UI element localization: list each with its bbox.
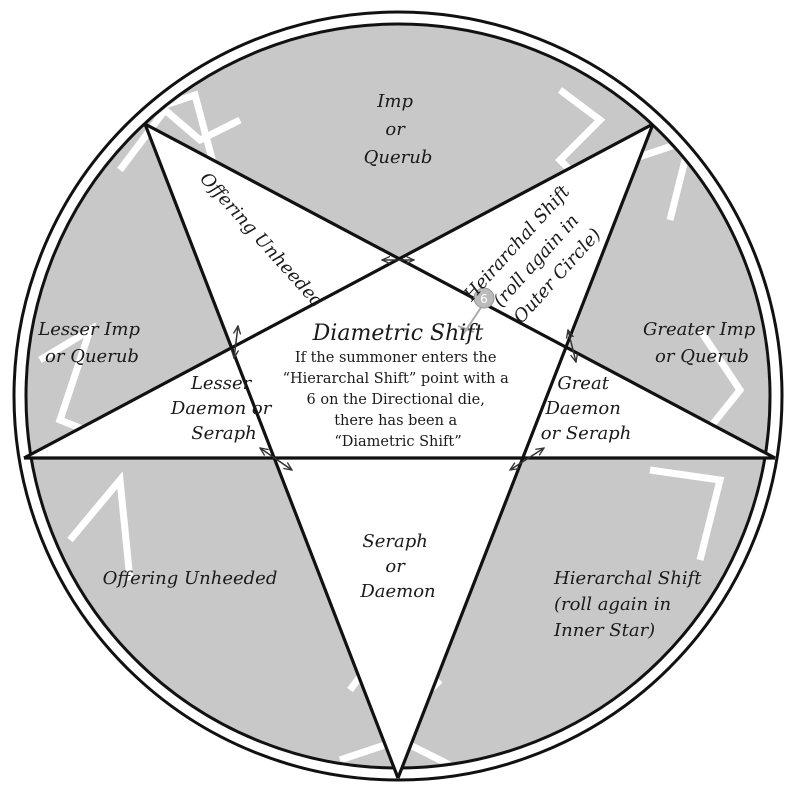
region-bottom-left-label: Offering Unheeded xyxy=(103,568,278,589)
center-title: Diametric Shift xyxy=(312,321,484,346)
